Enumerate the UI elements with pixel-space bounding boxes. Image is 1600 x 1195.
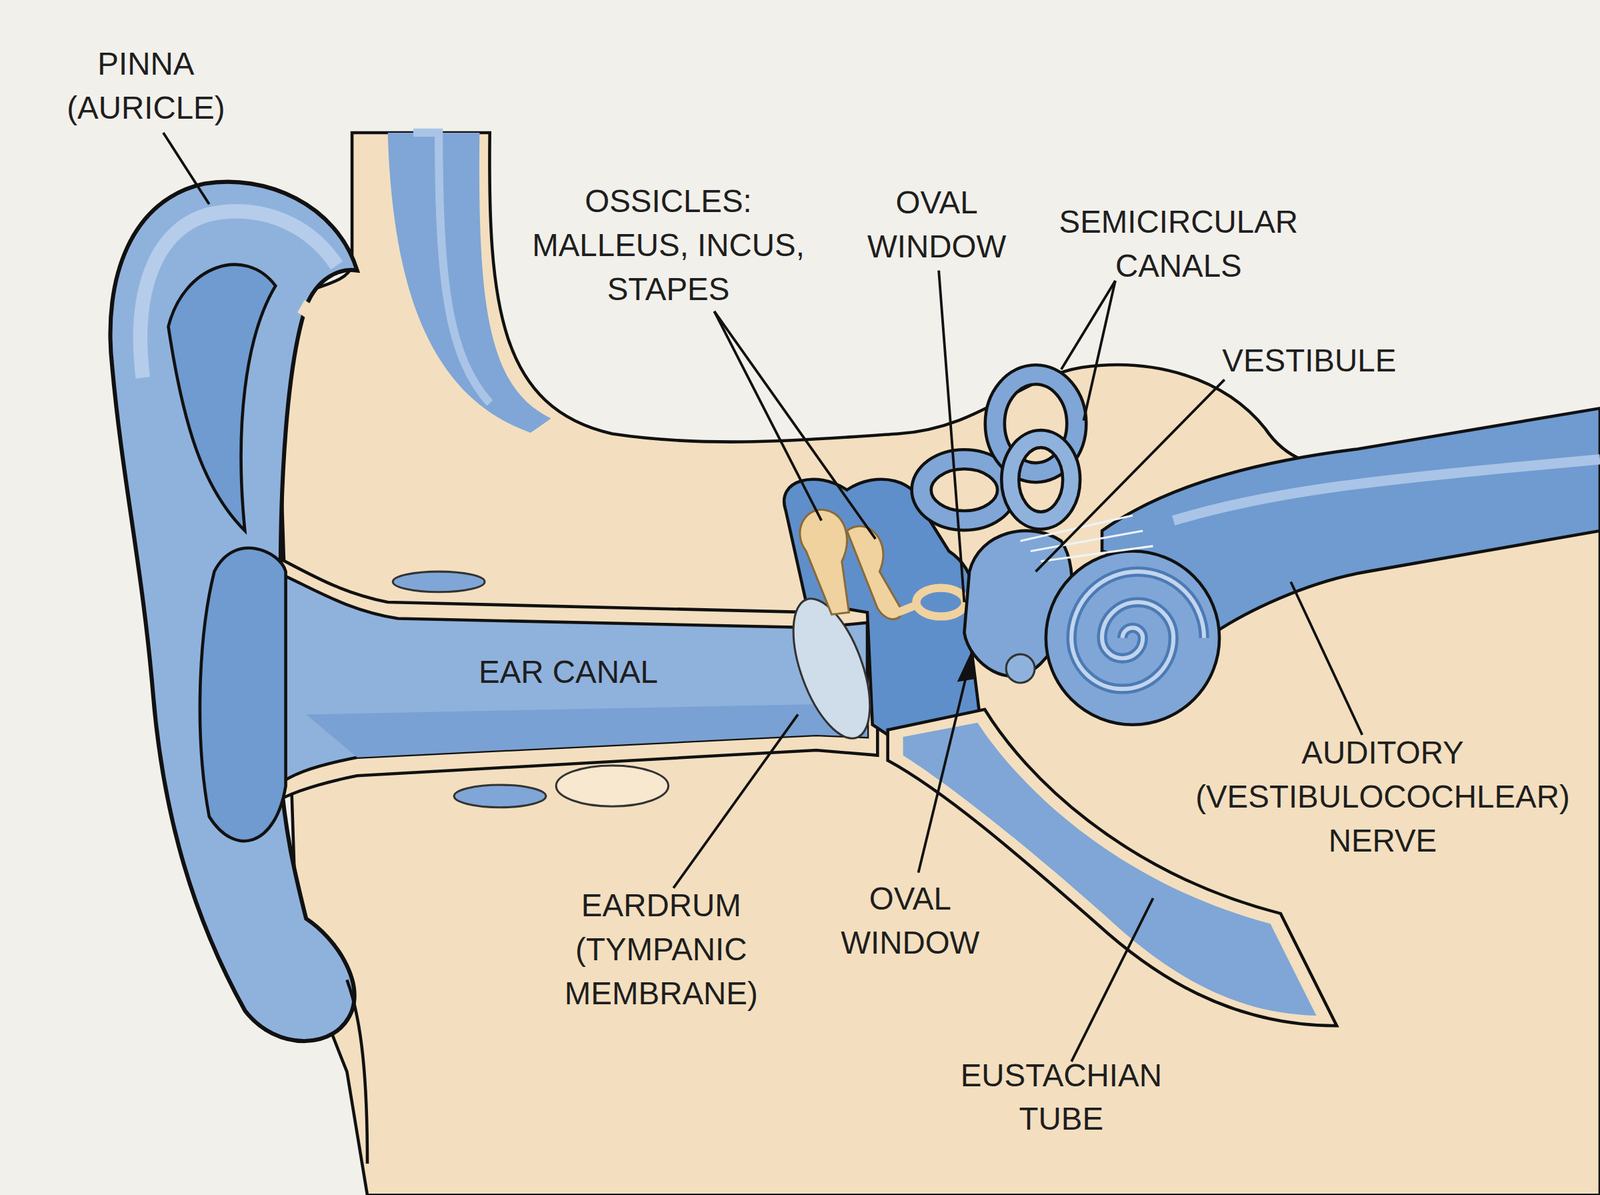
pinna <box>110 182 357 1042</box>
part-label: EAR CANAL <box>446 649 691 694</box>
part-label: SEMICIRCULAR CANALS <box>1030 199 1327 288</box>
cochlea <box>1046 551 1220 725</box>
nerve-fibers <box>1020 515 1154 562</box>
leader-lines <box>163 132 1362 1062</box>
vessel-highlight <box>413 132 490 404</box>
part-label: OVAL WINDOW <box>823 876 997 964</box>
skin-line <box>346 979 368 1164</box>
pinna-fold <box>168 264 276 531</box>
tissue-blob <box>392 571 485 592</box>
ear-canal-shade <box>306 704 868 758</box>
part-label: OVAL WINDOW <box>850 180 1024 268</box>
pinna-tragus <box>301 306 338 531</box>
cochlea-spiral <box>1071 571 1204 689</box>
round-window <box>1006 654 1035 683</box>
part-label: VESTIBULE <box>1186 338 1432 382</box>
tissue-blob <box>556 765 668 806</box>
cochlea-spiral-light <box>1071 571 1204 689</box>
arrow-head <box>957 651 977 682</box>
incus <box>846 526 903 620</box>
part-label: PINNA (AURICLE) <box>44 41 248 130</box>
semicircular-canals <box>921 374 1077 521</box>
part-label: AUDITORY (VESTIBULOCOCHLEAR) NERVE <box>1178 730 1587 862</box>
malleus <box>800 509 850 614</box>
ear-canal-wall <box>265 551 878 807</box>
stapes <box>916 588 965 617</box>
nerve-highlight <box>1173 459 1600 521</box>
tissue-blob <box>454 784 546 808</box>
concha <box>200 548 286 841</box>
eustachian-tube <box>903 722 1317 1016</box>
vessel-stripe <box>388 132 552 433</box>
head-tissue <box>275 132 1600 1195</box>
part-label: EARDRUM (TYMPANIC MEMBRANE) <box>548 883 774 1015</box>
ear-canal <box>275 571 868 786</box>
part-label: EUSTACHIAN TUBE <box>944 1052 1179 1141</box>
part-label: OSSICLES: MALLEUS, INCUS, STAPES <box>510 179 826 311</box>
